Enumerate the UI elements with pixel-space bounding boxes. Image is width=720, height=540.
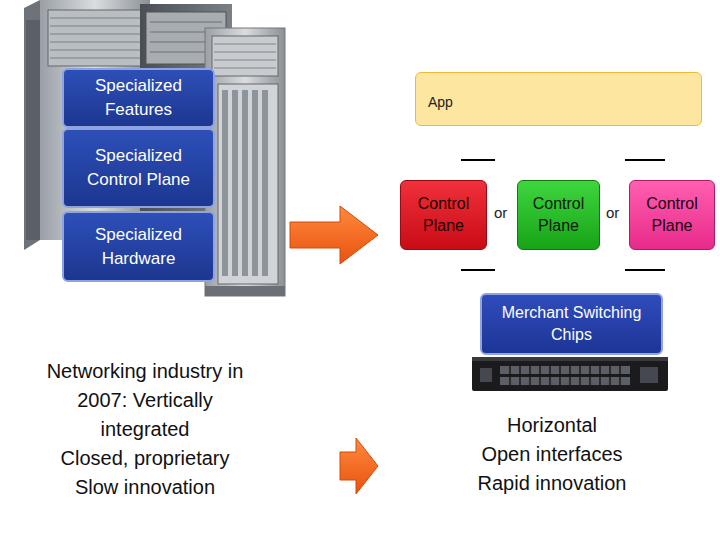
- box-label: Specialized Hardware: [70, 223, 207, 271]
- app-box: App: [415, 72, 702, 126]
- switch-device: [472, 357, 668, 391]
- caption-line: Closed, proprietary: [45, 444, 245, 473]
- process-box: Specialized Features: [62, 68, 215, 128]
- process-box: Merchant Switching Chips: [480, 293, 663, 355]
- caption-block: HorizontalOpen interfacesRapid innovatio…: [447, 411, 657, 498]
- caption-block: Networking industry in 2007: Vertically …: [45, 357, 245, 502]
- server-rack: [24, 0, 285, 296]
- caption-line: Networking industry in 2007: Vertically …: [45, 357, 245, 444]
- caption-line: Slow innovation: [45, 473, 245, 502]
- process-box: Control Plane: [400, 180, 487, 250]
- block-arrow: [340, 438, 378, 494]
- box-label: Specialized Features: [70, 74, 207, 122]
- caption-line: Rapid innovation: [447, 469, 657, 498]
- box-label: Control Plane: [407, 193, 480, 238]
- caption-line: Horizontal: [447, 411, 657, 440]
- box-label: Control Plane: [636, 193, 708, 238]
- box-label: Specialized Control Plane: [70, 144, 207, 192]
- process-box: Specialized Hardware: [62, 211, 215, 282]
- or-label: or: [494, 204, 507, 221]
- caption-line: Open interfaces: [447, 440, 657, 469]
- or-label: or: [606, 204, 619, 221]
- process-box: Specialized Control Plane: [62, 128, 215, 208]
- process-box: Control Plane: [629, 180, 715, 250]
- process-box: Control Plane: [517, 180, 600, 250]
- box-label: Merchant Switching Chips: [488, 302, 655, 347]
- box-label: App: [428, 93, 453, 113]
- block-arrow: [290, 206, 378, 264]
- box-label: Control Plane: [524, 193, 593, 238]
